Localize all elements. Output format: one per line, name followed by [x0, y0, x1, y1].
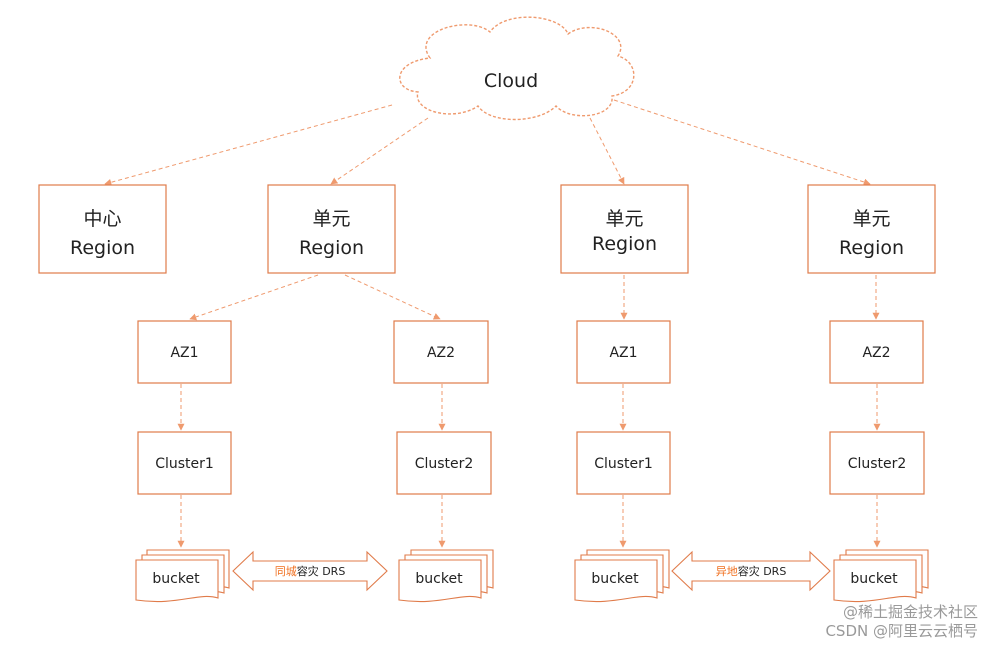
- cluster-label: Cluster2: [415, 456, 474, 472]
- bucket-label: bucket: [850, 571, 898, 587]
- region-line1: 单元: [312, 208, 350, 230]
- cluster-box: Cluster2: [396, 431, 492, 495]
- bucket-label: bucket: [591, 571, 639, 587]
- region-line1: 单元: [852, 208, 890, 230]
- cluster-box: Cluster1: [576, 431, 671, 495]
- watermark-line1: @稀土掘金技术社区: [843, 603, 978, 621]
- region-line2: Region: [299, 237, 364, 259]
- bucket-stack: bucket: [398, 549, 494, 603]
- cloud-shape: [399, 16, 635, 121]
- cloud-connectors: [104, 99, 871, 186]
- cluster-box: Cluster2: [829, 431, 925, 495]
- drs-arrow-remote: 异地容灾 DRS: [671, 550, 831, 592]
- az-box: AZ1: [576, 320, 671, 384]
- region-line1: 单元: [605, 208, 643, 230]
- watermark: @稀土掘金技术社区 CSDN @阿里云云栖号: [825, 603, 978, 640]
- cluster-connectors: [177, 495, 881, 548]
- region-line2: Region: [70, 237, 135, 259]
- drs-label: 异地容灾 DRS: [716, 564, 787, 578]
- drs-label: 同城容灾 DRS: [275, 564, 346, 578]
- region-connectors: [189, 274, 880, 321]
- cloud-label: Cloud: [484, 70, 538, 92]
- drs-rest: 容灾 DRS: [297, 564, 346, 578]
- cloud-node: Cloud: [399, 16, 635, 121]
- connector-region2-az2: [344, 274, 441, 320]
- bucket-label: bucket: [152, 571, 200, 587]
- cluster-label: Cluster1: [594, 456, 653, 472]
- connector-region2-az1: [189, 274, 319, 321]
- connector-cloud-region4: [613, 99, 871, 186]
- drs-rest: 容灾 DRS: [738, 564, 787, 578]
- cluster-box: Cluster1: [137, 431, 232, 495]
- region-2: 单元 Region: [267, 184, 396, 274]
- bucket-stack: bucket: [574, 549, 670, 603]
- az-box: AZ2: [829, 320, 924, 384]
- bucket-stack: bucket: [833, 549, 929, 603]
- connector-cloud-region2: [330, 117, 429, 185]
- region-line2: Region: [839, 237, 904, 259]
- az-connectors: [177, 384, 881, 431]
- bucket-label: bucket: [415, 571, 463, 587]
- connector-cloud-region1: [104, 104, 393, 186]
- bucket-stack: bucket: [135, 549, 230, 603]
- drs-highlight: 同城: [275, 565, 297, 578]
- drs-highlight: 异地: [716, 565, 738, 578]
- az-box: AZ2: [393, 320, 489, 384]
- connector-cloud-region3: [589, 117, 625, 185]
- az-label: AZ1: [170, 345, 198, 361]
- region-line2: Region: [592, 233, 657, 255]
- region-1: 中心 Region: [38, 184, 167, 274]
- watermark-line2: CSDN @阿里云云栖号: [825, 622, 978, 640]
- az-box: AZ1: [137, 320, 232, 384]
- az-label: AZ1: [609, 345, 637, 361]
- region-3: 单元 Region: [560, 184, 689, 274]
- az-label: AZ2: [427, 345, 455, 361]
- az-label: AZ2: [862, 345, 890, 361]
- region-4: 单元 Region: [807, 184, 936, 274]
- region-line1: 中心: [83, 208, 121, 230]
- cluster-label: Cluster2: [848, 456, 907, 472]
- cluster-label: Cluster1: [155, 456, 214, 472]
- drs-arrow-same-city: 同城容灾 DRS: [232, 550, 388, 592]
